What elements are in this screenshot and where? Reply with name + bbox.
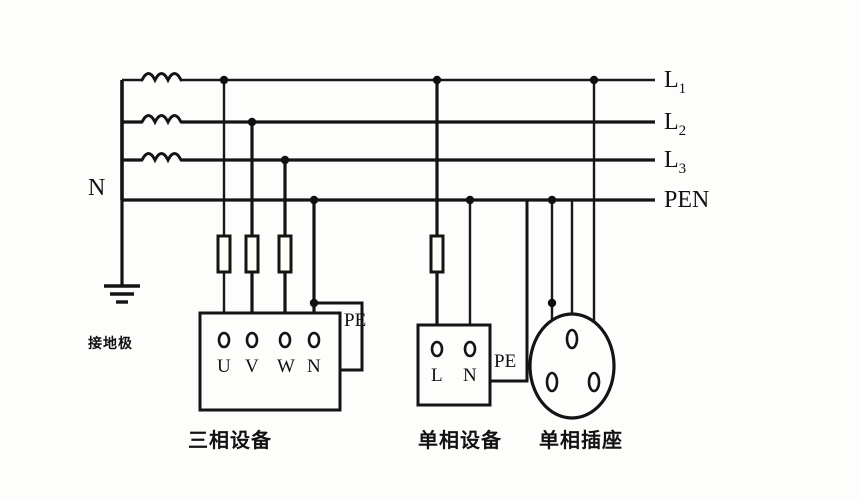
rail-label-pen: PEN xyxy=(664,187,710,213)
terminal-label-u: U xyxy=(217,356,231,377)
caption-single-phase-socket: 单相插座 xyxy=(539,428,623,452)
rail-label-l3: L3 xyxy=(664,147,687,177)
single-phase-pe-route xyxy=(478,200,529,383)
terminal-label-l-1ph: L xyxy=(431,365,443,386)
junction-dot xyxy=(280,155,290,165)
rail-label-l1: L1 xyxy=(664,67,687,97)
junction-dot xyxy=(309,298,319,308)
terminal-n-3ph[interactable] xyxy=(307,331,321,349)
caption-three-phase-device: 三相设备 xyxy=(188,428,272,452)
junction-dot xyxy=(219,75,229,85)
transformer-coil-l1-icon xyxy=(140,72,183,84)
junction-dot xyxy=(547,298,557,308)
rail-label-l2: L2 xyxy=(664,109,687,139)
pe-label-single-phase: PE xyxy=(494,351,517,372)
fuse-u xyxy=(216,234,232,274)
terminal-label-n-1ph: N xyxy=(463,365,477,386)
junction-dot xyxy=(432,75,442,85)
junction-dot xyxy=(247,117,257,127)
three-phase-pe-route xyxy=(314,301,364,372)
terminal-label-v: V xyxy=(245,356,259,377)
ground-electrode-label: 接地极 xyxy=(88,336,133,352)
junction-dot xyxy=(547,195,557,205)
socket-pin-n[interactable] xyxy=(545,371,559,393)
caption-single-phase-device: 单相设备 xyxy=(418,428,502,452)
three-phase-device-box[interactable] xyxy=(198,311,342,412)
junction-dot xyxy=(309,195,319,205)
terminal-v[interactable] xyxy=(245,331,259,349)
transformer-coil-l3-icon xyxy=(140,152,183,164)
fuse-v xyxy=(244,234,260,274)
socket-pin-pe[interactable] xyxy=(565,328,579,350)
ground-electrode-icon xyxy=(104,284,140,304)
pe-label-three-phase: PE xyxy=(344,310,367,331)
terminal-label-w: W xyxy=(277,356,295,377)
socket-pin-l[interactable] xyxy=(587,371,601,393)
terminal-u[interactable] xyxy=(217,331,231,349)
terminal-n-1ph[interactable] xyxy=(463,340,477,358)
fuse-w xyxy=(277,234,293,274)
fuse-single-phase-l xyxy=(429,234,445,274)
terminal-l-1ph[interactable] xyxy=(430,340,444,358)
junction-dot xyxy=(589,75,599,85)
neutral-point-label: N xyxy=(88,175,106,201)
junction-dots xyxy=(219,75,599,308)
terminal-w[interactable] xyxy=(278,331,292,349)
terminal-label-n-3ph: N xyxy=(307,356,321,377)
transformer-coil-l2-icon xyxy=(140,114,183,126)
single-phase-device-box[interactable] xyxy=(416,323,492,407)
junction-dot xyxy=(465,195,475,205)
